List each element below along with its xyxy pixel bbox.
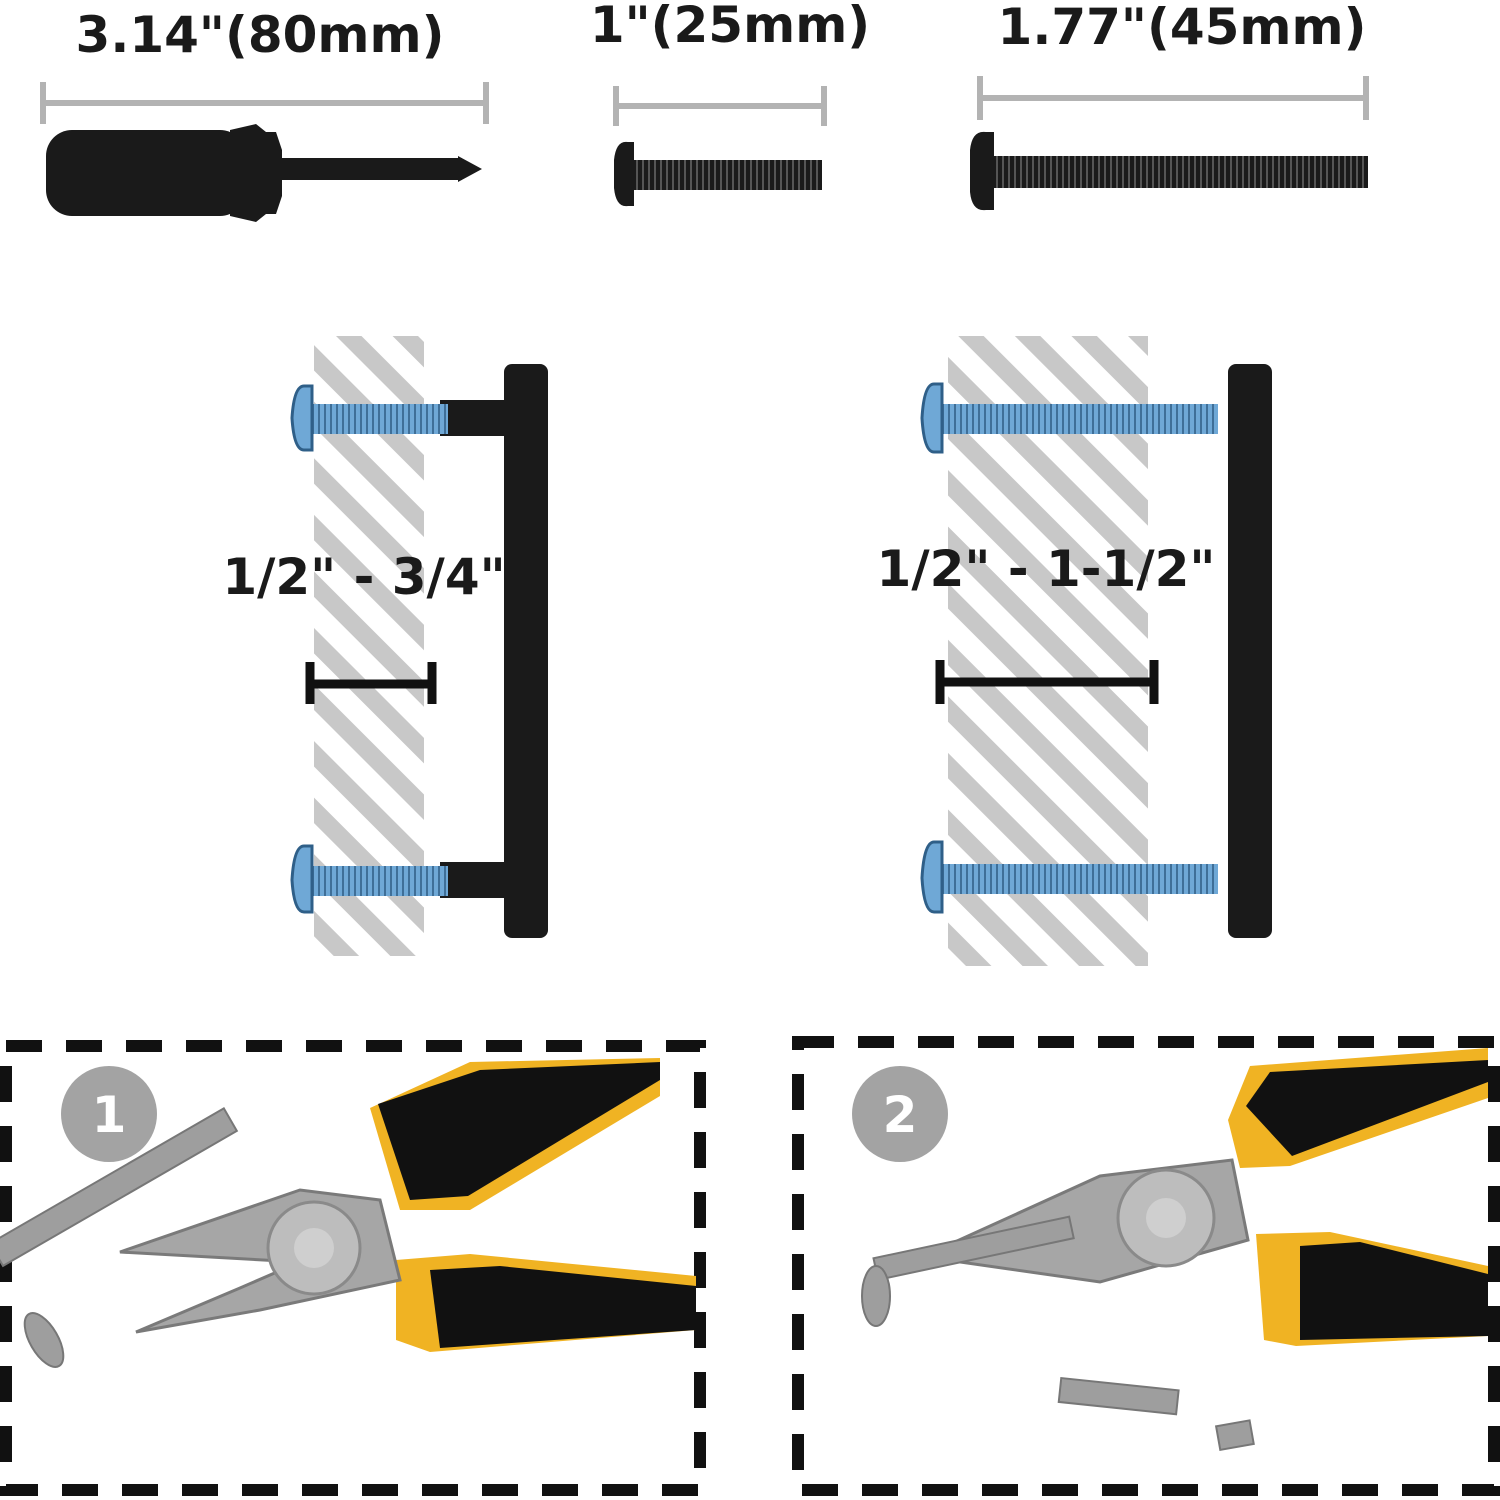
short-screw-group: 1"(25mm) (590, 0, 870, 207)
step-2-badge (852, 1066, 948, 1162)
screwdriver-dimension-line (40, 82, 489, 124)
thickness-short-label: 1/2" - 3/4" (222, 548, 505, 606)
pliers-icon-step-2 (861, 1048, 1488, 1452)
mounting-short: 1/2" - 3/4" (222, 336, 548, 956)
cabinet-handle-icon (440, 364, 548, 938)
screwdriver-icon (46, 124, 482, 222)
panel-hatch-short (314, 336, 424, 956)
step-2-dashed-border (792, 1036, 1500, 1496)
screw-bottom-long (920, 840, 1218, 914)
step-1-panel: 1 (0, 1040, 706, 1496)
mounting-long: 1/2" - 1-1/2" (877, 336, 1272, 966)
broken-screw-step-1 (0, 1107, 239, 1368)
thickness-long-label: 1/2" - 1-1/2" (877, 540, 1216, 598)
step-1-dashed-border (0, 1040, 706, 1496)
step-2-number: 2 (883, 1086, 918, 1144)
step-2-panel: 2 (792, 1036, 1500, 1496)
panel-hatch-long (948, 336, 1148, 966)
cut-screw-pieces (1057, 1376, 1255, 1452)
thickness-short-bracket (305, 662, 437, 704)
screwdriver-group: 3.14"(80mm) (40, 6, 489, 222)
long-screw-dimension-line (977, 76, 1369, 120)
screw-in-pliers (861, 1215, 1075, 1327)
long-screw-length-label: 1.77"(45mm) (998, 0, 1367, 56)
long-screw-icon (970, 131, 1368, 211)
step-1-number: 1 (92, 1086, 127, 1144)
step-1-badge (61, 1066, 157, 1162)
screw-top-long (920, 382, 1218, 454)
short-screw-dimension-line (613, 86, 827, 126)
screw-icon (614, 141, 822, 207)
screwdriver-length-label: 3.14"(80mm) (76, 6, 445, 64)
thickness-long-bracket (935, 660, 1159, 704)
screw-bottom-short (290, 844, 448, 914)
cabinet-handle-long (1228, 364, 1272, 938)
pliers-icon (0, 1058, 696, 1368)
short-screw-length-label: 1"(25mm) (590, 0, 870, 54)
screw-top-short (290, 384, 448, 452)
long-screw-group: 1.77"(45mm) (970, 0, 1369, 211)
